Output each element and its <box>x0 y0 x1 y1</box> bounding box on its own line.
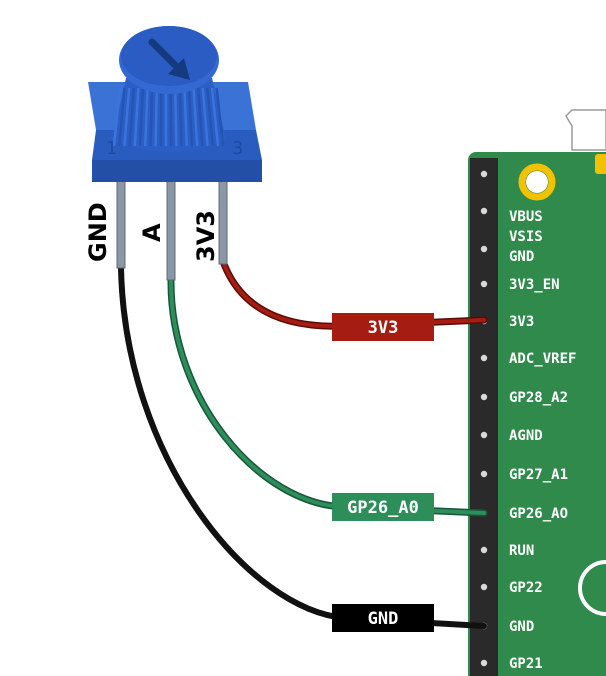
wire-gnd <box>118 265 487 629</box>
header-pin-dot <box>480 470 488 478</box>
pot-pin-number-1: 1 <box>106 138 117 159</box>
header-pin-dot <box>480 170 488 178</box>
board-pin-label: VSIS <box>509 229 543 245</box>
header-pin-dot <box>480 583 488 591</box>
tag-3v3-bg <box>332 313 434 341</box>
button-component <box>595 154 606 174</box>
potentiometer: 1 2 3 GND A 3V3 <box>84 26 262 281</box>
pot-pin-label-a: A <box>138 223 166 242</box>
header-pin-dot <box>480 280 488 288</box>
wire-gp26 <box>168 278 486 515</box>
knob-rib <box>128 87 135 147</box>
board-pin-label: GP26_AO <box>509 506 568 522</box>
wire-gp26-outline <box>167 276 488 517</box>
knob-rib <box>169 87 173 147</box>
header-pin-dot <box>480 354 488 362</box>
boot-button-outline <box>578 560 606 616</box>
header-pin-dot <box>480 393 488 401</box>
knob-rib <box>138 87 145 147</box>
knob-rib <box>210 87 220 147</box>
knob-rib <box>183 87 188 147</box>
tag-gnd-label: GND <box>368 609 399 629</box>
usb-connector <box>565 109 606 151</box>
board-pin-label: GP22 <box>509 580 543 596</box>
knob-rib <box>149 87 154 147</box>
mount-hole <box>518 163 556 201</box>
board-pin-label: GND <box>509 249 534 265</box>
knob-rib <box>174 87 178 147</box>
knob-rib <box>215 87 225 147</box>
board-pin-label: GND <box>509 619 534 635</box>
pot-direction-arrow-icon <box>148 38 190 80</box>
pot-pin-number-3: 3 <box>232 138 243 159</box>
board-pin-label: 3V3_EN <box>509 277 560 293</box>
tag-gnd-bg <box>332 604 434 632</box>
board-pin-label: AGND <box>509 428 543 444</box>
header-pin-dot <box>480 546 488 554</box>
pot-body-bottom <box>92 160 262 182</box>
board-pin-label: 3V3 <box>509 314 534 330</box>
knob-rib <box>112 87 122 147</box>
board-pin-label: VBUS <box>509 209 543 225</box>
board-pin-label: GP21 <box>509 656 543 672</box>
header-pin-dot <box>480 207 488 215</box>
knob-rib <box>197 87 204 147</box>
knob-rib <box>144 87 149 147</box>
board-pin-label: ADC_VREF <box>509 351 576 367</box>
knob-rib <box>154 87 158 147</box>
pcb <box>468 152 606 676</box>
wire-tags: 3V3 GP26_A0 GND <box>332 313 434 632</box>
knob-rib <box>201 87 209 147</box>
knob-rib <box>187 87 194 147</box>
pot-knob-ribs <box>112 87 225 147</box>
tag-gp26-bg <box>332 493 434 521</box>
mount-hole-center <box>526 171 548 193</box>
knob-rib <box>178 87 183 147</box>
wires <box>118 260 488 629</box>
header-strip <box>470 158 498 676</box>
knob-rib <box>192 87 199 147</box>
knob-rib <box>133 87 140 147</box>
board-pin-label: GP28_A2 <box>509 390 568 406</box>
pot-pin-label-gnd: GND <box>84 202 112 262</box>
knob-rib <box>159 87 163 147</box>
header-pin-dot <box>480 431 488 439</box>
knob-rib <box>206 87 214 147</box>
knob-rib <box>118 87 126 147</box>
board-pin-label: GP27_A1 <box>509 467 568 483</box>
tag-3v3-label: 3V3 <box>368 318 399 338</box>
header-pin-dot <box>480 245 488 253</box>
board-pin-label: RUN <box>509 543 534 559</box>
tag-gp26-label: GP26_A0 <box>347 498 419 518</box>
header-pin-dot <box>480 659 488 667</box>
knob-rib <box>123 87 131 147</box>
pot-pin-label-3v3: 3V3 <box>192 210 220 262</box>
